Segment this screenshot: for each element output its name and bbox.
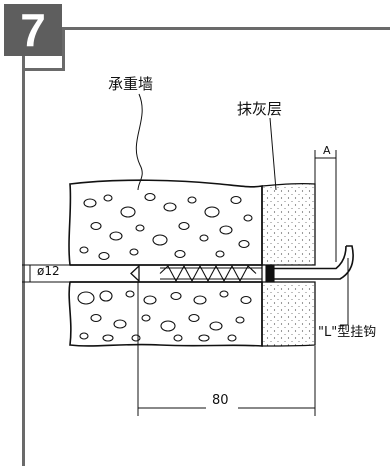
label-plaster-layer: 抹灰层: [237, 100, 283, 118]
label-depth-80: 80: [212, 393, 229, 408]
label-load-bearing-wall: 承重墙: [108, 75, 154, 93]
l-hook: [274, 245, 354, 280]
label-gap-a: A: [323, 144, 331, 157]
aggregate-stones-lower: [77, 290, 252, 342]
plaster-layer: [261, 182, 316, 347]
leader-lines: [135, 93, 349, 326]
dimension-lines: [22, 150, 337, 416]
drill-hole: [70, 264, 262, 283]
frame: [22, 27, 390, 466]
label-l-hook: "L"型挂钩: [318, 325, 377, 340]
expansion-anchor: [159, 264, 275, 283]
wall-upper: [68, 179, 263, 266]
aggregate-stones: [79, 192, 253, 261]
label-diameter: ø12: [37, 264, 60, 278]
step-badge: 7: [4, 4, 62, 56]
